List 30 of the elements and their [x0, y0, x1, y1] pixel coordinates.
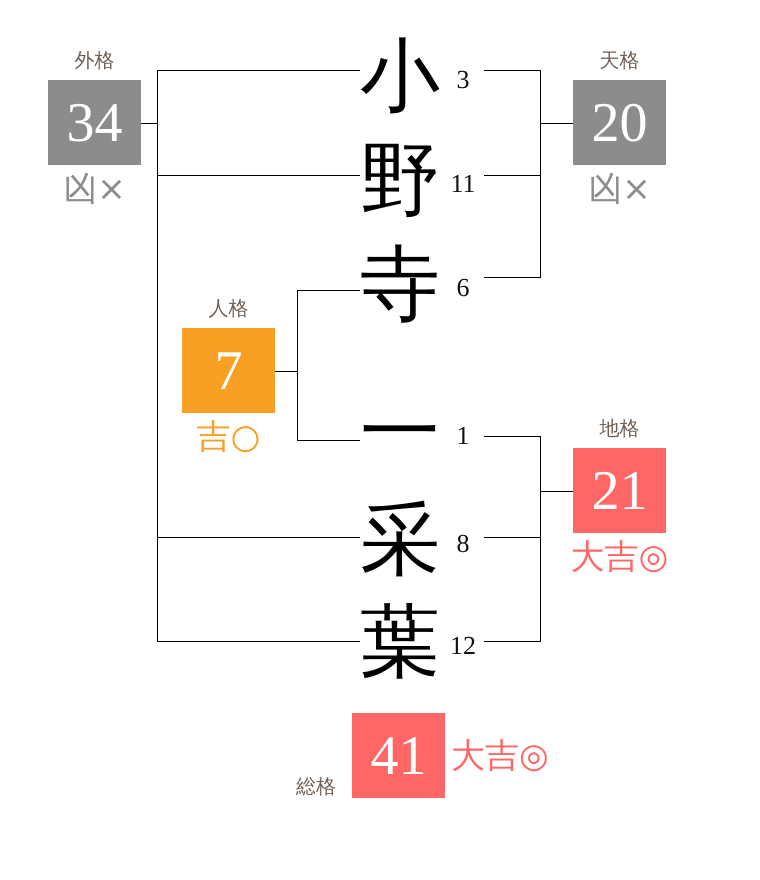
stroke-count: 11 [450, 170, 476, 198]
score-box: 20 [573, 80, 666, 165]
name-character: 采 [360, 500, 440, 580]
score-box: 34 [48, 80, 141, 165]
name-character: 一 [360, 392, 440, 472]
category-label: 総格 [296, 774, 336, 798]
score-box: 7 [182, 328, 275, 413]
fortune-rating: 大吉◎ [570, 537, 668, 577]
score-box: 21 [573, 448, 666, 533]
name-character: 野 [360, 140, 440, 220]
category-label: 地格 [600, 416, 640, 440]
bracket-line [484, 491, 574, 642]
stroke-count: 6 [456, 274, 470, 302]
fortune-rating: 大吉◎ [451, 736, 549, 776]
fortune-rating: 凶× [588, 169, 651, 209]
category-label: 外格 [74, 48, 114, 72]
name-character: 小 [360, 36, 440, 116]
name-character: 葉 [360, 602, 440, 682]
fortune-rating: 凶× [63, 169, 126, 209]
category-label: 天格 [600, 48, 640, 72]
name-character: 寺 [360, 244, 440, 324]
category-label: 人格 [208, 296, 248, 320]
stroke-count: 1 [456, 422, 470, 450]
bracket-line [484, 123, 574, 278]
fortune-rating: 吉○ [196, 417, 260, 457]
stroke-count: 8 [456, 530, 470, 558]
stroke-count: 3 [456, 66, 470, 94]
stroke-count: 12 [450, 632, 476, 660]
bracket-line [274, 371, 360, 441]
score-box: 41 [352, 713, 445, 798]
